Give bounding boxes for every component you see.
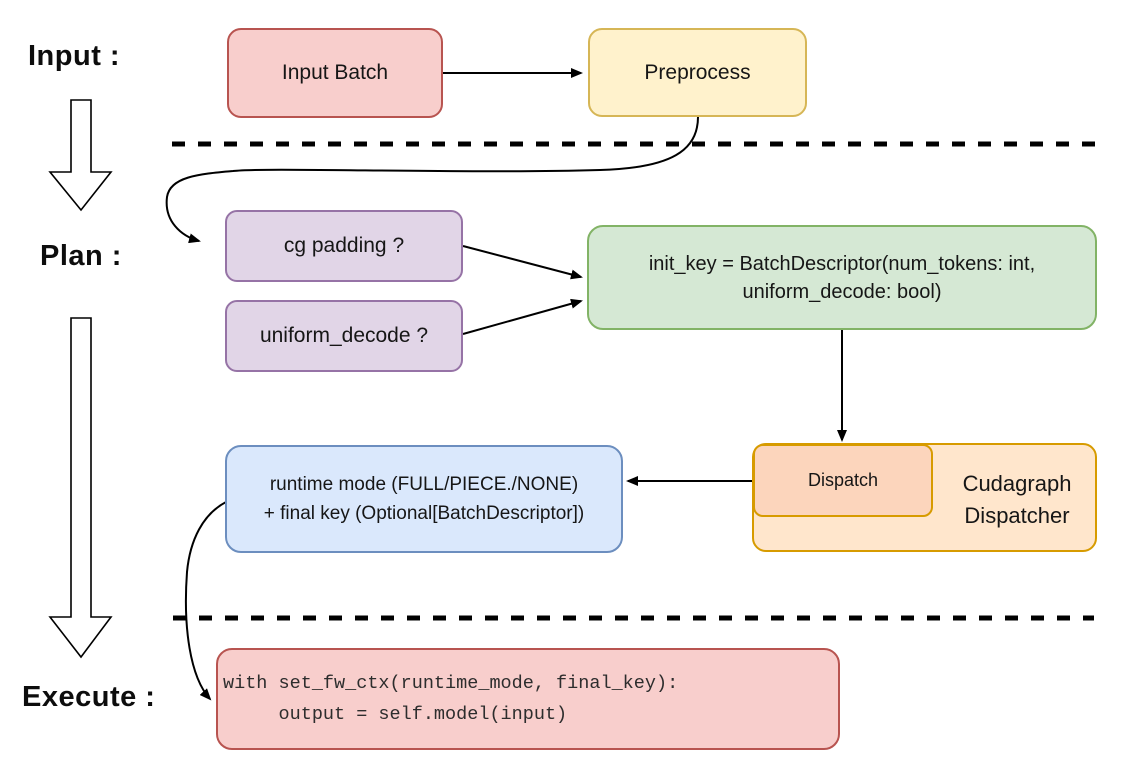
input-section-label: Input : bbox=[28, 40, 121, 72]
execute-code-node: with set_fw_ctx(runtime_mode, final_key)… bbox=[216, 648, 840, 750]
arrow-uniform-decode-to-init-key bbox=[462, 298, 583, 335]
preprocess-node: Preprocess bbox=[588, 28, 807, 117]
cudagraph-dispatcher-line1: Cudagraph bbox=[962, 470, 1072, 496]
cudagraph-dispatcher-line2: Dispatcher bbox=[964, 502, 1070, 528]
input-section-arrow-icon bbox=[48, 99, 113, 212]
execute-code-line1: with set_fw_ctx(runtime_mode, final_key)… bbox=[223, 673, 679, 694]
input-batch-node: Input Batch bbox=[227, 28, 443, 118]
uniform-decode-label: uniform_decode ? bbox=[259, 324, 429, 348]
runtime-mode-line2: + final key (Optional[BatchDescriptor]) bbox=[263, 503, 585, 524]
init-key-line2: uniform_decode: bool) bbox=[742, 280, 942, 303]
input-batch-label: Input Batch bbox=[281, 61, 389, 85]
arrow-preprocess-to-cg-padding bbox=[165, 116, 699, 244]
preprocess-label: Preprocess bbox=[644, 60, 751, 84]
dispatch-label: Dispatch bbox=[807, 469, 879, 490]
uniform-decode-node: uniform_decode ? bbox=[225, 300, 463, 372]
arrow-runtime-mode-to-execute-code bbox=[184, 501, 227, 701]
cudagraph-dispatcher-title: Cudagraph Dispatcher bbox=[935, 445, 1099, 554]
cg-padding-label: cg padding ? bbox=[283, 234, 405, 258]
arrow-cg-padding-to-init-key bbox=[462, 245, 583, 280]
execute-section-label: Execute : bbox=[22, 681, 156, 713]
init-key-line1: init_key = BatchDescriptor(num_tokens: i… bbox=[648, 252, 1036, 275]
dispatch-node: Dispatch bbox=[753, 444, 933, 517]
plan-section-arrow-icon bbox=[48, 317, 113, 659]
runtime-mode-line1: runtime mode (FULL/PIECE./NONE) bbox=[269, 474, 579, 495]
execute-code-line2: output = self.model(input) bbox=[223, 704, 568, 725]
cg-padding-node: cg padding ? bbox=[225, 210, 463, 282]
init-key-node: init_key = BatchDescriptor(num_tokens: i… bbox=[587, 225, 1097, 330]
plan-section-label: Plan : bbox=[40, 240, 122, 272]
runtime-mode-node: runtime mode (FULL/PIECE./NONE) + final … bbox=[225, 445, 623, 553]
